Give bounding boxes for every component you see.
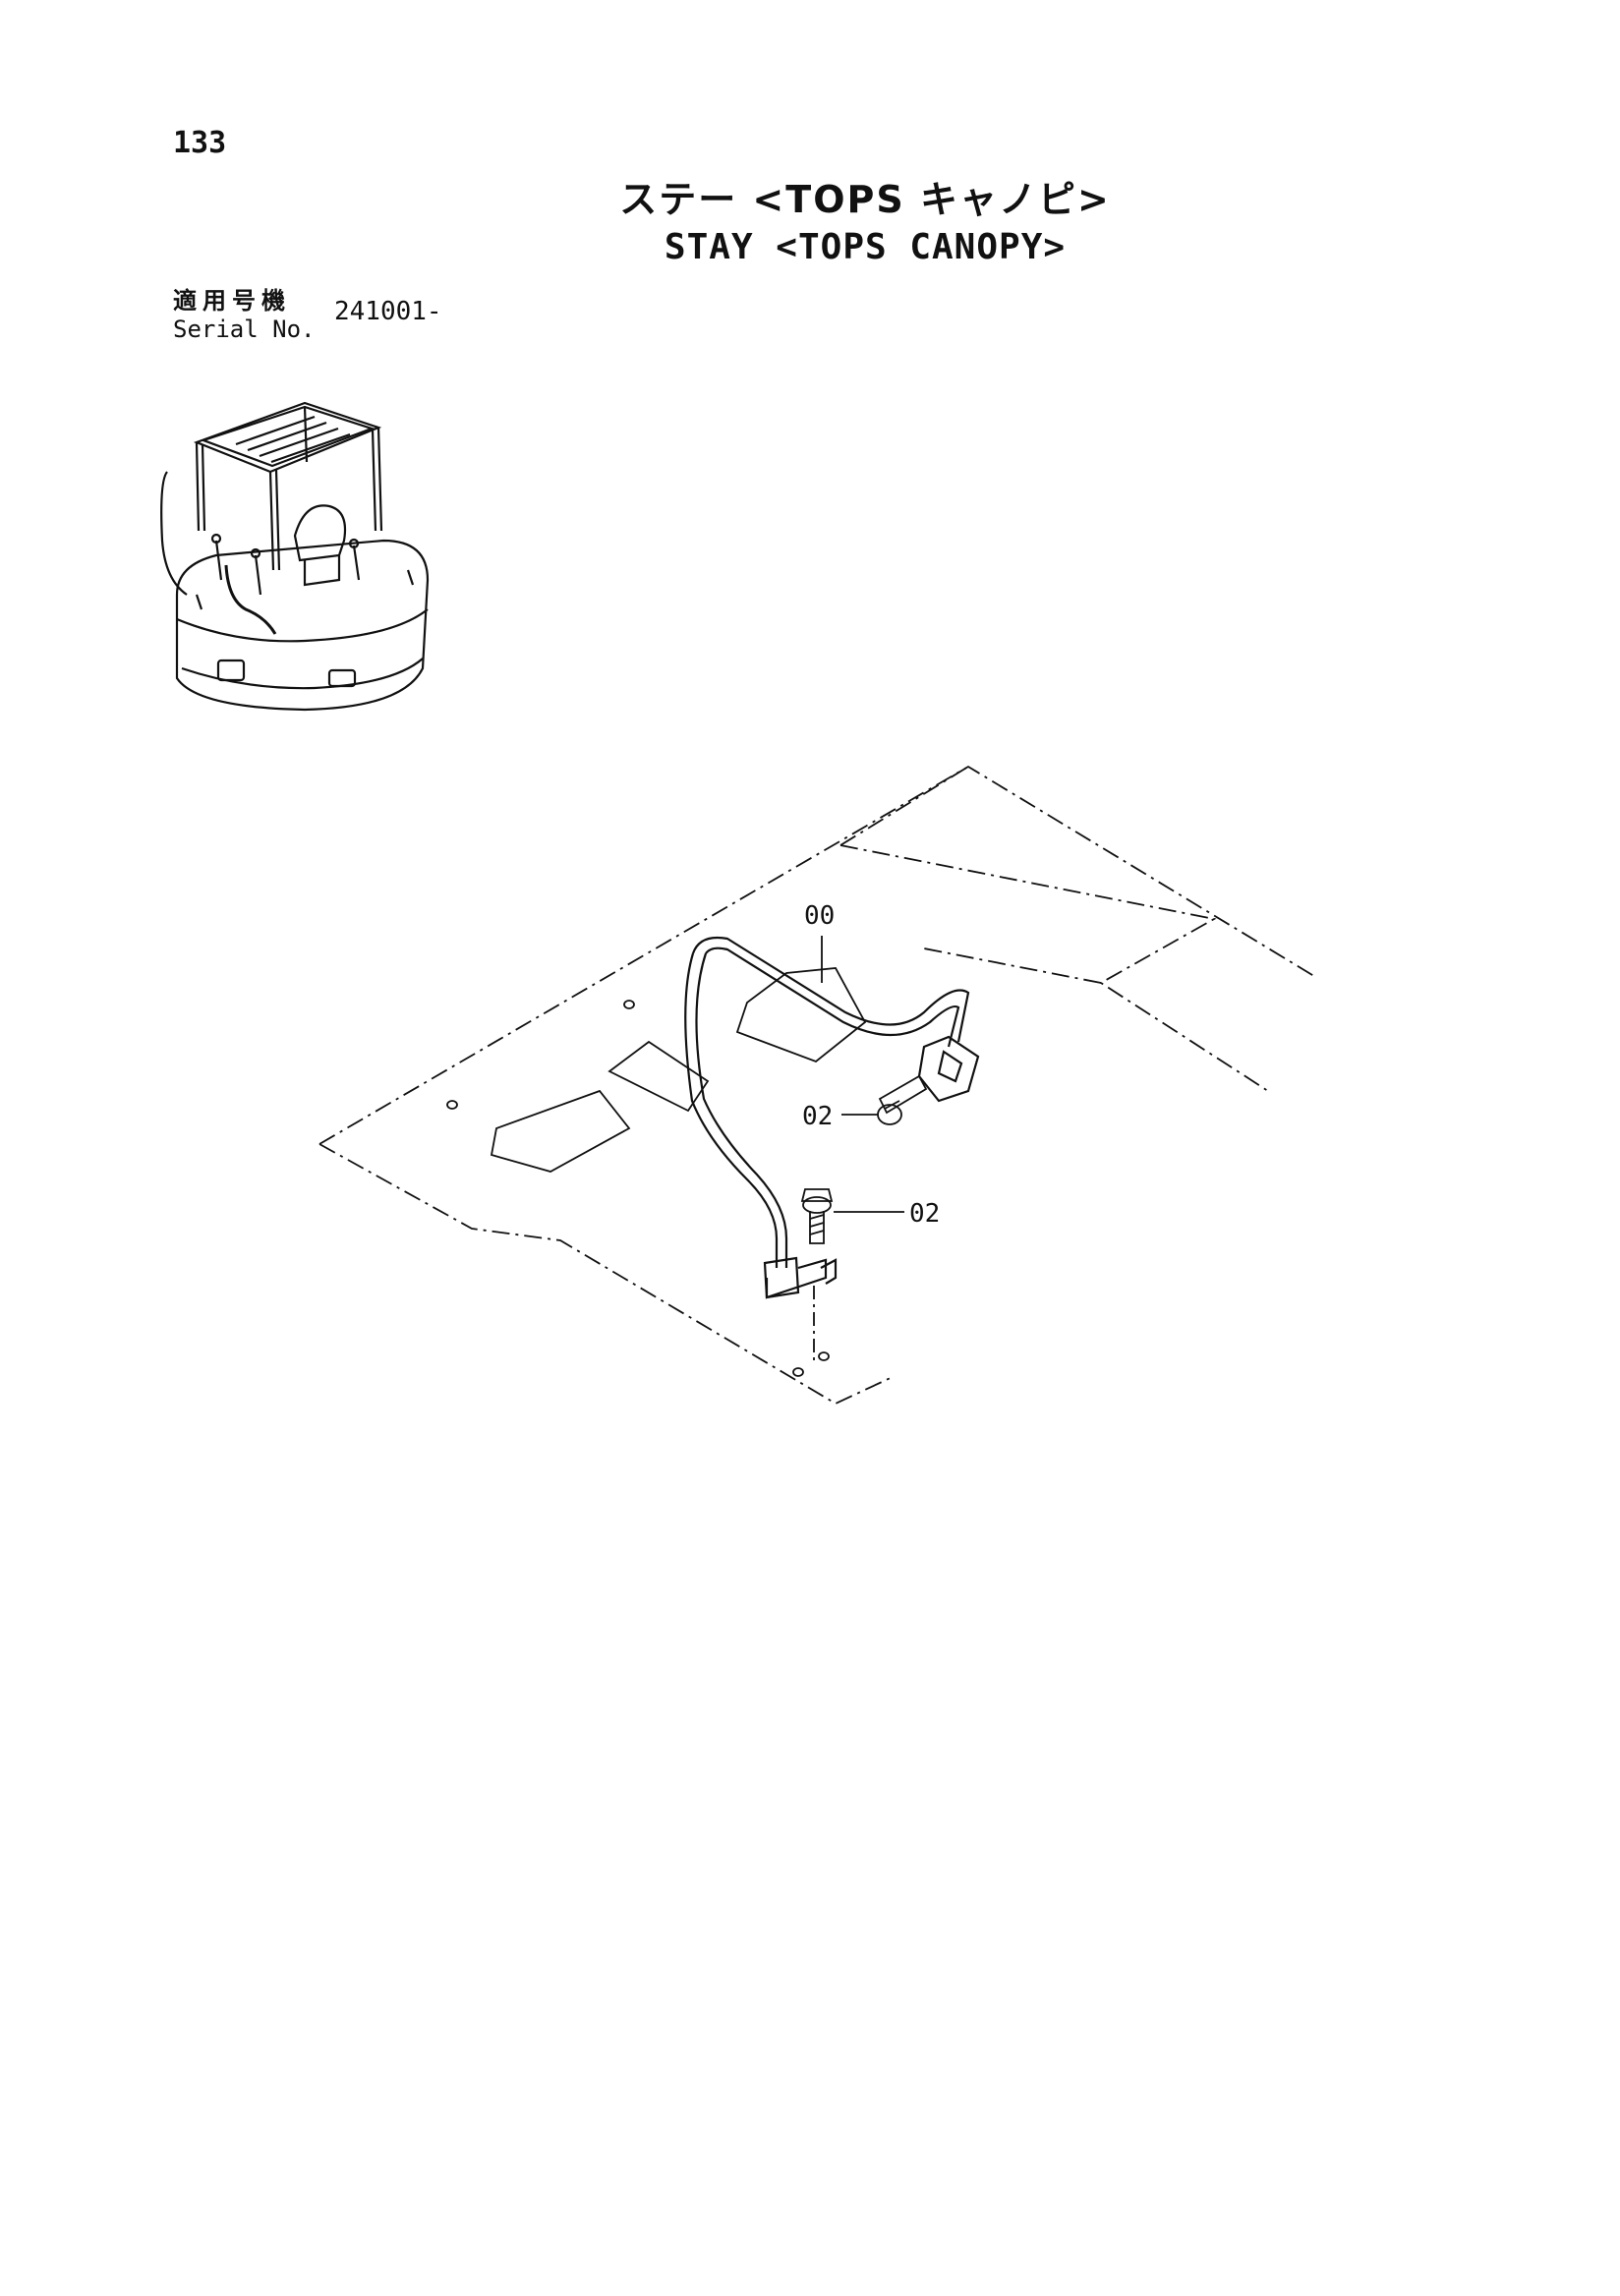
serial-value: 241001- bbox=[334, 297, 442, 326]
callout-bolt-upper: 02 bbox=[802, 1102, 833, 1131]
floor-plate-outline bbox=[318, 765, 1318, 1406]
canopy-stay-exploded-icon: 00 02 02 bbox=[318, 765, 1318, 1406]
excavator-canopy-key-icon bbox=[160, 401, 430, 712]
bolt-lower-icon bbox=[800, 1188, 834, 1244]
page-title-jp: ステー <TOPS キャノピ> bbox=[619, 178, 1111, 221]
callout-stay: 00 bbox=[804, 901, 835, 931]
serial-label: 適用号機 Serial No. bbox=[173, 281, 316, 343]
callout-bolt-lower: 02 bbox=[909, 1199, 940, 1229]
title-block: ステー <TOPS キャノピ> STAY <TOPS CANOPY> bbox=[590, 169, 1140, 267]
serial-label-en: Serial No. bbox=[173, 316, 316, 343]
page-title-en: STAY <TOPS CANOPY> bbox=[664, 227, 1067, 267]
serial-label-jp: 適用号機 bbox=[173, 287, 291, 315]
page-number: 133 bbox=[173, 126, 227, 160]
bolt-upper-icon bbox=[877, 1074, 928, 1125]
